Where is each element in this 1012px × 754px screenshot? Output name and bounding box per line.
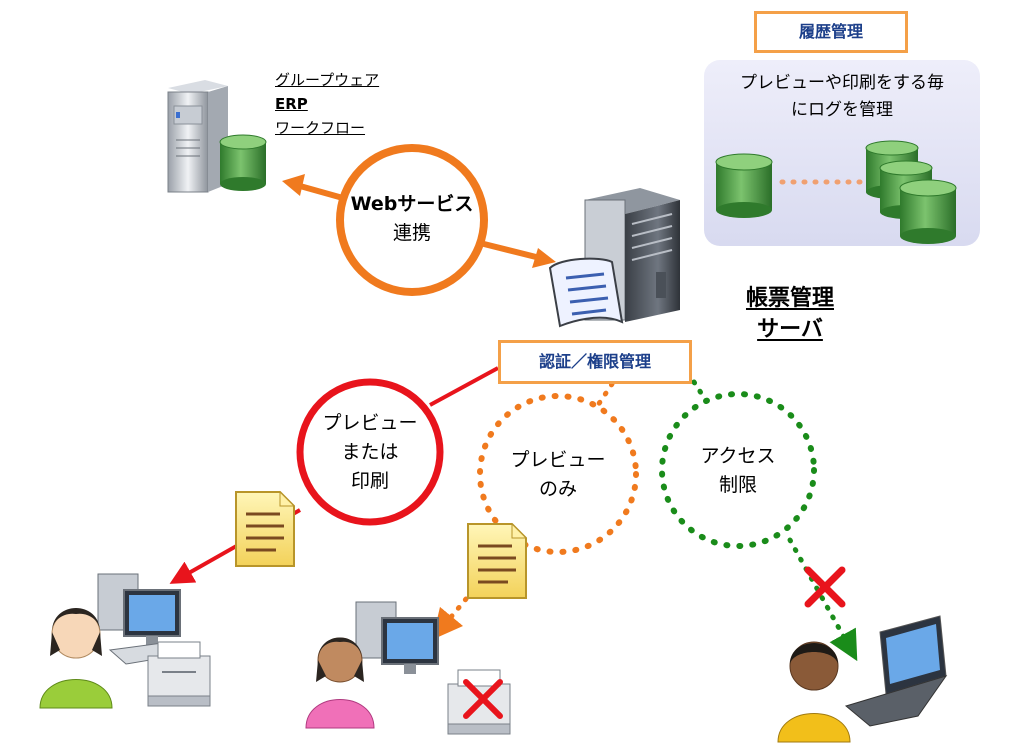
cross-icon xyxy=(804,566,846,608)
connected-systems-list: グループウェア ERP ワークフロー xyxy=(275,68,379,140)
preview-only-line1: プレビュー xyxy=(510,449,606,471)
cross-icon xyxy=(463,679,503,719)
laptop-icon xyxy=(844,615,948,727)
web-service-link-label: Webサービス 連携 xyxy=(340,190,484,248)
user-icon xyxy=(777,641,851,743)
web-service-link-line1: Webサービス xyxy=(350,193,474,215)
access-limit-arrow xyxy=(787,537,858,662)
history-note-line2: にログを管理 xyxy=(791,100,893,120)
user-icon xyxy=(305,637,375,729)
history-note: プレビューや印刷をする毎 にログを管理 xyxy=(704,70,980,124)
access-limit-circle xyxy=(659,391,817,549)
web-service-link-line2: 連携 xyxy=(392,222,431,244)
history-database-stack-icon xyxy=(865,140,957,244)
access-limit-line2: 制限 xyxy=(718,474,757,496)
preview-or-print-circle xyxy=(296,378,444,526)
computer-icon xyxy=(355,601,439,674)
document-icon xyxy=(235,490,296,567)
workflow-label: ワークフロー xyxy=(275,119,366,137)
user-icon xyxy=(39,608,113,709)
history-database-icon xyxy=(715,153,773,218)
preview-or-print-label: プレビュー または 印刷 xyxy=(305,409,435,496)
preview-or-print-line2: または xyxy=(341,441,399,463)
database-icon xyxy=(219,134,267,191)
server-name-line2: サーバ xyxy=(757,317,823,342)
erp-server-icon xyxy=(167,80,228,193)
web-service-circle xyxy=(336,144,488,296)
history-note-line1: プレビューや印刷をする毎 xyxy=(740,73,944,93)
history-title-box: 履歴管理 xyxy=(754,11,908,53)
form-document-icon xyxy=(548,257,624,328)
preview-or-print-line3: 印刷 xyxy=(350,470,389,492)
access-limit-line1: アクセス xyxy=(700,445,776,467)
server-name: 帳票管理 サーバ xyxy=(735,283,845,345)
document-icon xyxy=(467,522,528,599)
web-service-arrow xyxy=(282,174,556,268)
preview-only-line2: のみ xyxy=(538,478,577,500)
groupware-label: グループウェア xyxy=(275,71,380,89)
history-title: 履歴管理 xyxy=(798,22,863,41)
access-limit-label: アクセス 制限 xyxy=(673,442,803,500)
preview-or-print-line1: プレビュー xyxy=(322,412,418,434)
erp-label: ERP xyxy=(275,95,308,113)
printer-icon xyxy=(147,641,211,707)
preview-only-circle xyxy=(477,393,639,555)
server-name-line1: 帳票管理 xyxy=(745,286,834,311)
auth-label-box: 認証／権限管理 xyxy=(498,340,692,384)
preview-or-print-line xyxy=(429,366,499,407)
preview-only-label: プレビュー のみ xyxy=(493,446,623,504)
auth-label: 認証／権限管理 xyxy=(538,352,651,371)
